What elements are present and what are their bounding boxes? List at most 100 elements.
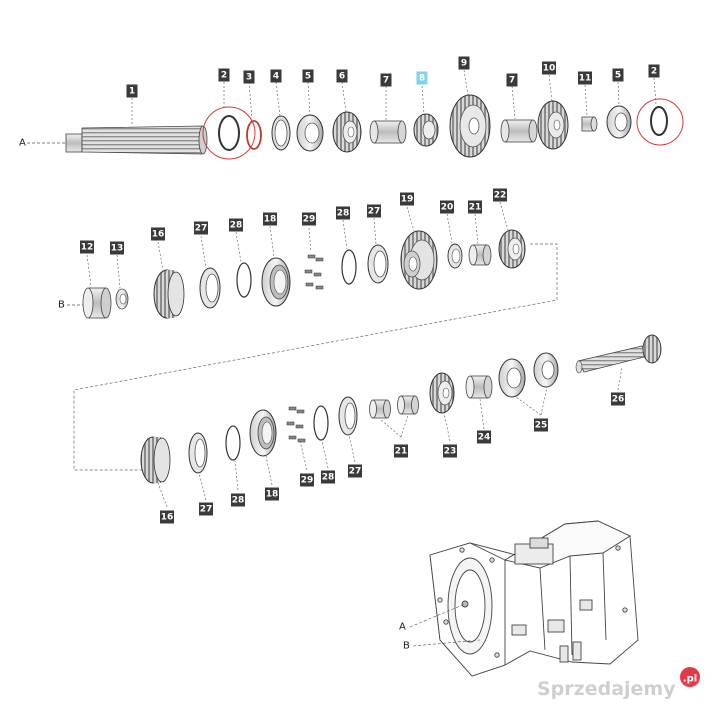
part-label-22: 22: [493, 188, 507, 202]
part-label-text: 2: [651, 67, 657, 77]
part-label-box: [199, 502, 213, 516]
part-label-text: 25: [535, 421, 548, 431]
part-label-7: 7: [506, 73, 518, 87]
part-label-text: 27: [200, 505, 213, 515]
part-19-large-gear: [400, 230, 438, 290]
part-28-spring-c: [313, 405, 329, 441]
part-label-text: 24: [478, 433, 491, 443]
part-label-27: 27: [367, 204, 381, 218]
part-label-29: 29: [300, 473, 314, 487]
highlight-circle-left: [202, 106, 256, 160]
part-label-box: [80, 240, 94, 254]
row-2-parts: B: [58, 201, 558, 471]
part-label-text: 29: [301, 476, 314, 486]
watermark-badge: [680, 667, 700, 687]
part-label-box: [270, 69, 282, 83]
part-label-text: 29: [303, 215, 316, 225]
part-label-text: 28: [337, 209, 350, 219]
part-label-text: 16: [152, 230, 165, 240]
part-label-text: 18: [266, 490, 279, 500]
part-5-bearing: [296, 114, 324, 152]
part-label-box: [394, 444, 408, 458]
part-28-spring-b: [341, 249, 357, 285]
part-label-18: 18: [265, 487, 279, 501]
part-label-text: 26: [612, 395, 625, 405]
part-27-synchro-ring: [199, 267, 221, 309]
part-24-bushing: [465, 375, 493, 399]
part-label-box: [302, 212, 316, 226]
part-label-box: [380, 73, 392, 87]
part-label-25: 25: [534, 418, 548, 432]
part-label-28: 28: [231, 493, 245, 507]
part-label-box: [229, 218, 243, 232]
part-label-box: [493, 188, 507, 202]
part-label-text: 28: [322, 473, 335, 483]
part-label-box: [400, 192, 414, 206]
part-1-shaft: [65, 125, 208, 155]
part-2-snap-ring: [218, 115, 240, 151]
part-label-11: 11: [578, 71, 592, 85]
part-18-sleeve: [261, 257, 291, 307]
part-label-24: 24: [477, 430, 491, 444]
part-label-text: 6: [339, 72, 345, 82]
part-label-box: [416, 71, 428, 85]
part-label-19: 19: [400, 192, 414, 206]
part-label-box: [477, 430, 491, 444]
ref-a-top: A: [19, 138, 26, 149]
part-16-gear: [153, 269, 185, 319]
ref-b-housing: B: [403, 641, 410, 652]
part-7-sleeve-b: [500, 119, 538, 143]
part-label-2: 2: [218, 68, 230, 82]
part-label-1: 1: [126, 84, 138, 98]
part-label-16: 16: [160, 510, 174, 524]
part-label-box: [265, 487, 279, 501]
part-3-ring: [246, 120, 262, 150]
watermark-text: Sprzedajemy: [537, 678, 676, 700]
part-label-box: [160, 510, 174, 524]
part-label-text: 2: [221, 71, 227, 81]
part-label-8: 8: [416, 71, 428, 85]
part-label-7: 7: [380, 73, 392, 87]
part-5-bearing-b: [606, 105, 632, 139]
part-label-text: 7: [509, 76, 515, 86]
part-label-12: 12: [80, 240, 94, 254]
part-label-box: [110, 241, 124, 255]
part-11-bushing: [581, 116, 598, 132]
part-label-text: 7: [383, 76, 389, 86]
part-label-text: 20: [441, 203, 454, 213]
part-label-text: 13: [111, 244, 124, 254]
watermark: Sprzedajemy .pl: [537, 667, 700, 700]
part-9-large-gear: [449, 94, 491, 158]
part-label-box: [302, 69, 314, 83]
part-label-16: 16: [151, 227, 165, 241]
part-10-gear: [537, 100, 569, 150]
part-25-bearings: [498, 352, 559, 398]
part-label-text: 23: [444, 447, 457, 457]
part-label-27: 27: [348, 464, 362, 478]
part-label-5: 5: [302, 69, 314, 83]
part-label-box: [336, 206, 350, 220]
part-label-27: 27: [199, 502, 213, 516]
part-label-20: 20: [440, 200, 454, 214]
part-label-text: 5: [305, 72, 311, 82]
part-label-box: [648, 64, 660, 78]
watermark-dot: .pl: [683, 674, 697, 685]
row-1-parts: A: [19, 69, 684, 160]
part-label-28: 28: [336, 206, 350, 220]
part-label-box: [534, 418, 548, 432]
part-label-box: [468, 200, 482, 214]
part-label-box: [243, 70, 255, 84]
ref-b-mid: B: [58, 300, 65, 311]
part-label-text: 28: [230, 221, 243, 231]
part-28-spring: [236, 262, 252, 298]
part-label-text: 5: [615, 71, 621, 81]
part-label-13: 13: [110, 241, 124, 255]
part-label-text: 4: [273, 72, 279, 82]
part-label-box: [611, 392, 625, 406]
part-label-text: 28: [232, 496, 245, 506]
part-label-box: [300, 473, 314, 487]
part-label-box: [126, 84, 138, 98]
part-7-sleeve: [369, 120, 407, 144]
part-label-text: 1: [129, 87, 135, 97]
